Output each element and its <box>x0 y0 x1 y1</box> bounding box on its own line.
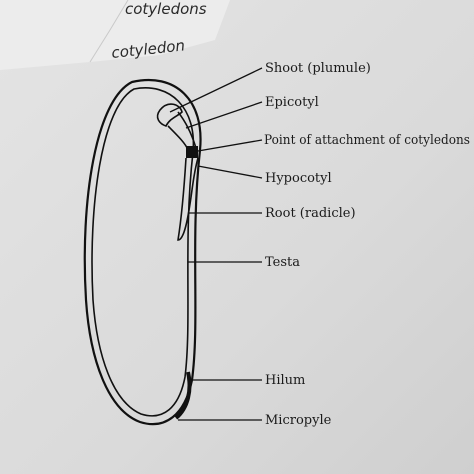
leader-lines <box>169 67 263 421</box>
label-hilum: Hilum <box>265 373 305 388</box>
label-attachment: Point of attachment of cotyledons <box>264 133 470 148</box>
epicotyl-line <box>177 111 197 149</box>
label-root: Root (radicle) <box>265 206 356 221</box>
leader-shoot <box>169 67 263 113</box>
radicle-outline <box>177 157 199 241</box>
handwritten-note-top: cotyledons <box>125 0 207 18</box>
plumule-shape <box>156 103 183 127</box>
label-micropyle: Micropyle <box>265 413 332 428</box>
label-shoot: Shoot (plumule) <box>265 61 371 76</box>
leader-attachment <box>197 139 263 152</box>
note-sheet <box>0 0 230 70</box>
label-hypocotyl: Hypocotyl <box>265 171 332 186</box>
testa-outer-outline <box>83 78 202 426</box>
leader-hypocotyl <box>197 165 263 179</box>
sheet-fold <box>89 0 129 63</box>
label-epicotyl: Epicotyl <box>265 95 319 110</box>
label-testa: Testa <box>265 255 300 270</box>
leader-epicotyl <box>185 101 263 129</box>
hilum-mark <box>174 371 192 420</box>
attachment-band <box>186 146 198 158</box>
